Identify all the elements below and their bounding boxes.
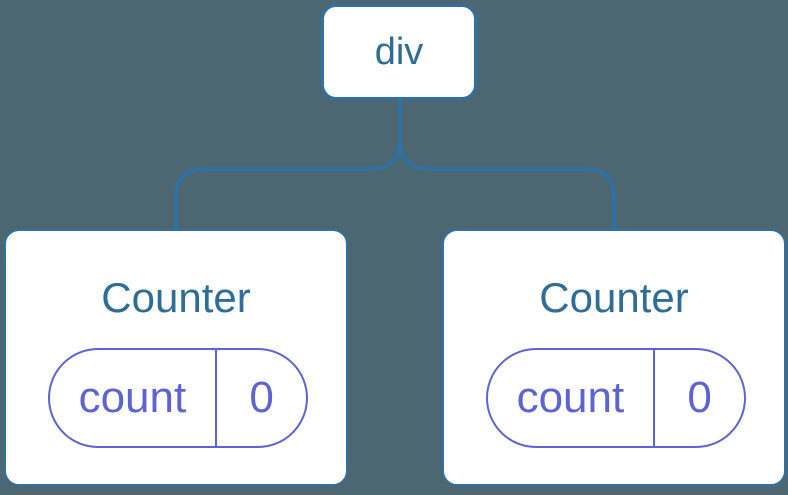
- counter-card-right: Counter count 0: [442, 229, 786, 486]
- component-title: Counter: [539, 274, 689, 321]
- state-value: 0: [687, 373, 712, 422]
- state-pill-divider: [652, 350, 656, 446]
- state-key-label: count: [516, 373, 625, 422]
- state-pill: count 0: [48, 348, 308, 448]
- component-title: Counter: [101, 274, 251, 321]
- connector-right-branch: [398, 99, 616, 230]
- root-node-div: div: [321, 4, 477, 100]
- state-pill-divider: [214, 350, 218, 446]
- state-key-label: count: [78, 373, 187, 422]
- root-node-label: div: [374, 30, 424, 73]
- state-pill: count 0: [486, 348, 746, 448]
- state-value: 0: [249, 373, 274, 422]
- connector-left-branch: [174, 99, 402, 230]
- counter-card-left: Counter count 0: [4, 229, 348, 486]
